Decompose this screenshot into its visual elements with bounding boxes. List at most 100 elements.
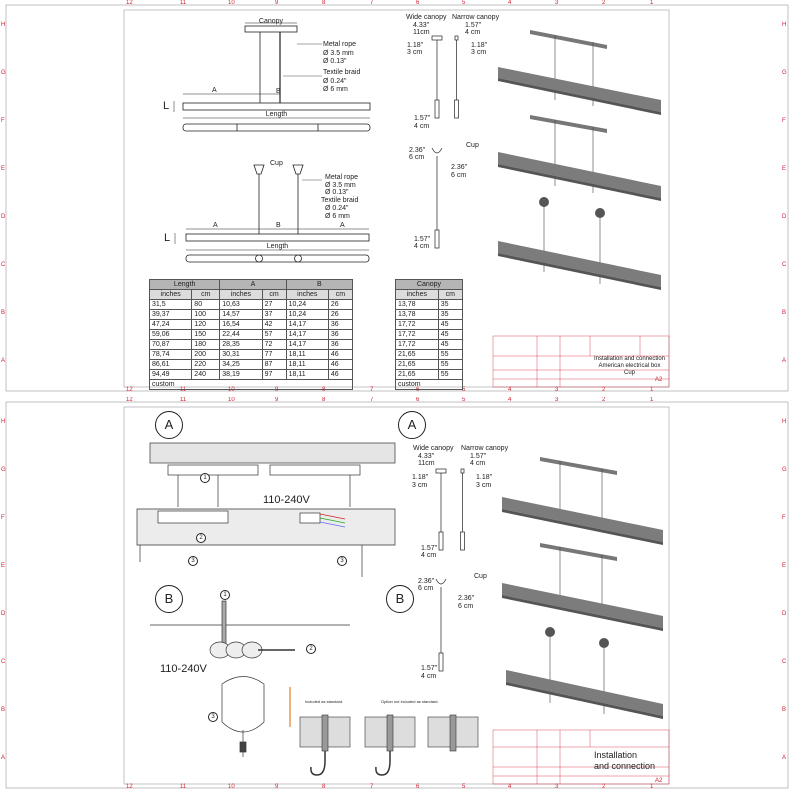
subheader-cell: cm <box>327 289 354 300</box>
dim-b-label: B <box>276 88 281 95</box>
height-in-left-2: 1.18" <box>412 474 429 481</box>
border-letter: F <box>1 515 5 521</box>
table-cell: 21,65 <box>395 359 439 370</box>
dim-a2-label: A <box>340 222 345 229</box>
table-cell: 36 <box>327 319 354 330</box>
border-number: 2 <box>602 0 606 6</box>
border-number: 6 <box>416 397 420 403</box>
border-letter: C <box>782 262 787 268</box>
dim-a1-label: A <box>213 222 218 229</box>
border-number: 10 <box>228 0 235 6</box>
braid-mm-label: Ø 6 mm <box>323 86 348 93</box>
border-letter: G <box>782 467 787 473</box>
border-number: 3 <box>555 0 559 6</box>
border-letter: D <box>782 214 787 220</box>
table-cell: 45 <box>437 319 464 330</box>
border-letter: B <box>1 707 6 713</box>
table-cell: 37 <box>261 309 287 320</box>
detail-a-marker: A <box>155 411 183 439</box>
group-header-length: Length <box>148 279 221 290</box>
border-letter: F <box>782 118 786 124</box>
border-number: 5 <box>462 0 466 6</box>
table-cell: 220 <box>191 359 221 370</box>
bottom-in-label-2: 1.57" <box>421 545 438 552</box>
fixture1-bar <box>182 102 371 111</box>
table-cell: 45 <box>437 329 464 340</box>
border-number: 9 <box>275 784 279 790</box>
group-header-a: A <box>219 279 287 290</box>
table-cell: 18,11 <box>285 349 329 360</box>
height-in-right: 1.18" <box>471 42 488 49</box>
table-cell: 21,65 <box>395 349 439 360</box>
braid-in-label-2: Ø 0.24" <box>325 205 349 212</box>
part-2-a: 2 <box>196 533 206 543</box>
border-letter: B <box>782 310 787 316</box>
border-number: 3 <box>555 397 559 403</box>
canopy-custom-row: custom <box>395 379 463 390</box>
title-block-text: Installation and connection American ele… <box>592 356 667 377</box>
part-2-b: 2 <box>306 644 316 654</box>
render-fixtures-2 <box>502 457 663 719</box>
table-cell: 97 <box>261 369 287 380</box>
border-number: 10 <box>228 387 235 393</box>
outer-frame-2 <box>5 401 789 789</box>
fixture2-bar <box>185 233 370 242</box>
subheader-cell: inches <box>148 289 193 300</box>
border-number: 12 <box>126 0 133 6</box>
border-number: 3 <box>555 387 559 393</box>
part-1-b: 1 <box>220 590 230 600</box>
border-number: 1 <box>650 387 654 393</box>
border-letter: G <box>1 70 6 76</box>
canopy-detail-drawing <box>431 35 459 119</box>
table-cell: 150 <box>191 329 221 340</box>
border-number: 2 <box>602 397 606 403</box>
border-letter: C <box>782 659 787 665</box>
detail-b-drawing <box>150 600 350 757</box>
detail-b-marker: B <box>155 585 183 613</box>
cup-w-cm-2: 6 cm <box>418 585 434 592</box>
marker-a-right: A <box>398 411 426 439</box>
table-cell: 72 <box>261 339 287 350</box>
table-cell: 14,17 <box>285 319 329 330</box>
bottom-cm-label: 4 cm <box>414 123 430 130</box>
table-cell: 180 <box>191 339 221 350</box>
narrow-cm-label: 4 cm <box>465 29 481 36</box>
title-line-2: American electrical box <box>598 363 661 369</box>
border-letter: E <box>1 166 6 172</box>
height-in-left: 1.18" <box>407 42 424 49</box>
subheader-cell: inches <box>219 289 263 300</box>
table-cell: 200 <box>191 349 221 360</box>
canopy-label: Canopy <box>258 18 284 25</box>
cup-detail-label-2: Cup <box>474 573 487 580</box>
height-cm-right-2: 3 cm <box>476 482 492 489</box>
border-number: 7 <box>370 0 374 6</box>
border-letter: H <box>1 419 6 425</box>
cup-h-in-2: 2.36" <box>458 595 475 602</box>
narrow-canopy-label: Narrow canopy <box>452 14 500 21</box>
border-number: 1 <box>650 784 654 790</box>
height-cm-left: 3 cm <box>407 49 423 56</box>
border-letter: F <box>1 118 5 124</box>
border-number: 1 <box>650 0 654 6</box>
table-cell: 16,54 <box>219 319 263 330</box>
optional-label: Option not included as standard. <box>381 699 439 704</box>
border-number: 12 <box>126 784 133 790</box>
subheader-cell: cm <box>261 289 287 300</box>
border-letter: C <box>1 262 6 268</box>
fixture2-drawing <box>174 164 370 263</box>
length-label-2: Length <box>266 243 289 250</box>
border-letter: H <box>1 22 6 28</box>
table-cell: 47,24 <box>148 319 193 330</box>
table-cell: 18,11 <box>285 369 329 380</box>
cup-label: Cup <box>270 160 283 167</box>
cup-bottom-in-2: 1.57" <box>421 665 438 672</box>
length-label: Length <box>265 111 288 118</box>
table-cell: 14,17 <box>285 329 329 340</box>
